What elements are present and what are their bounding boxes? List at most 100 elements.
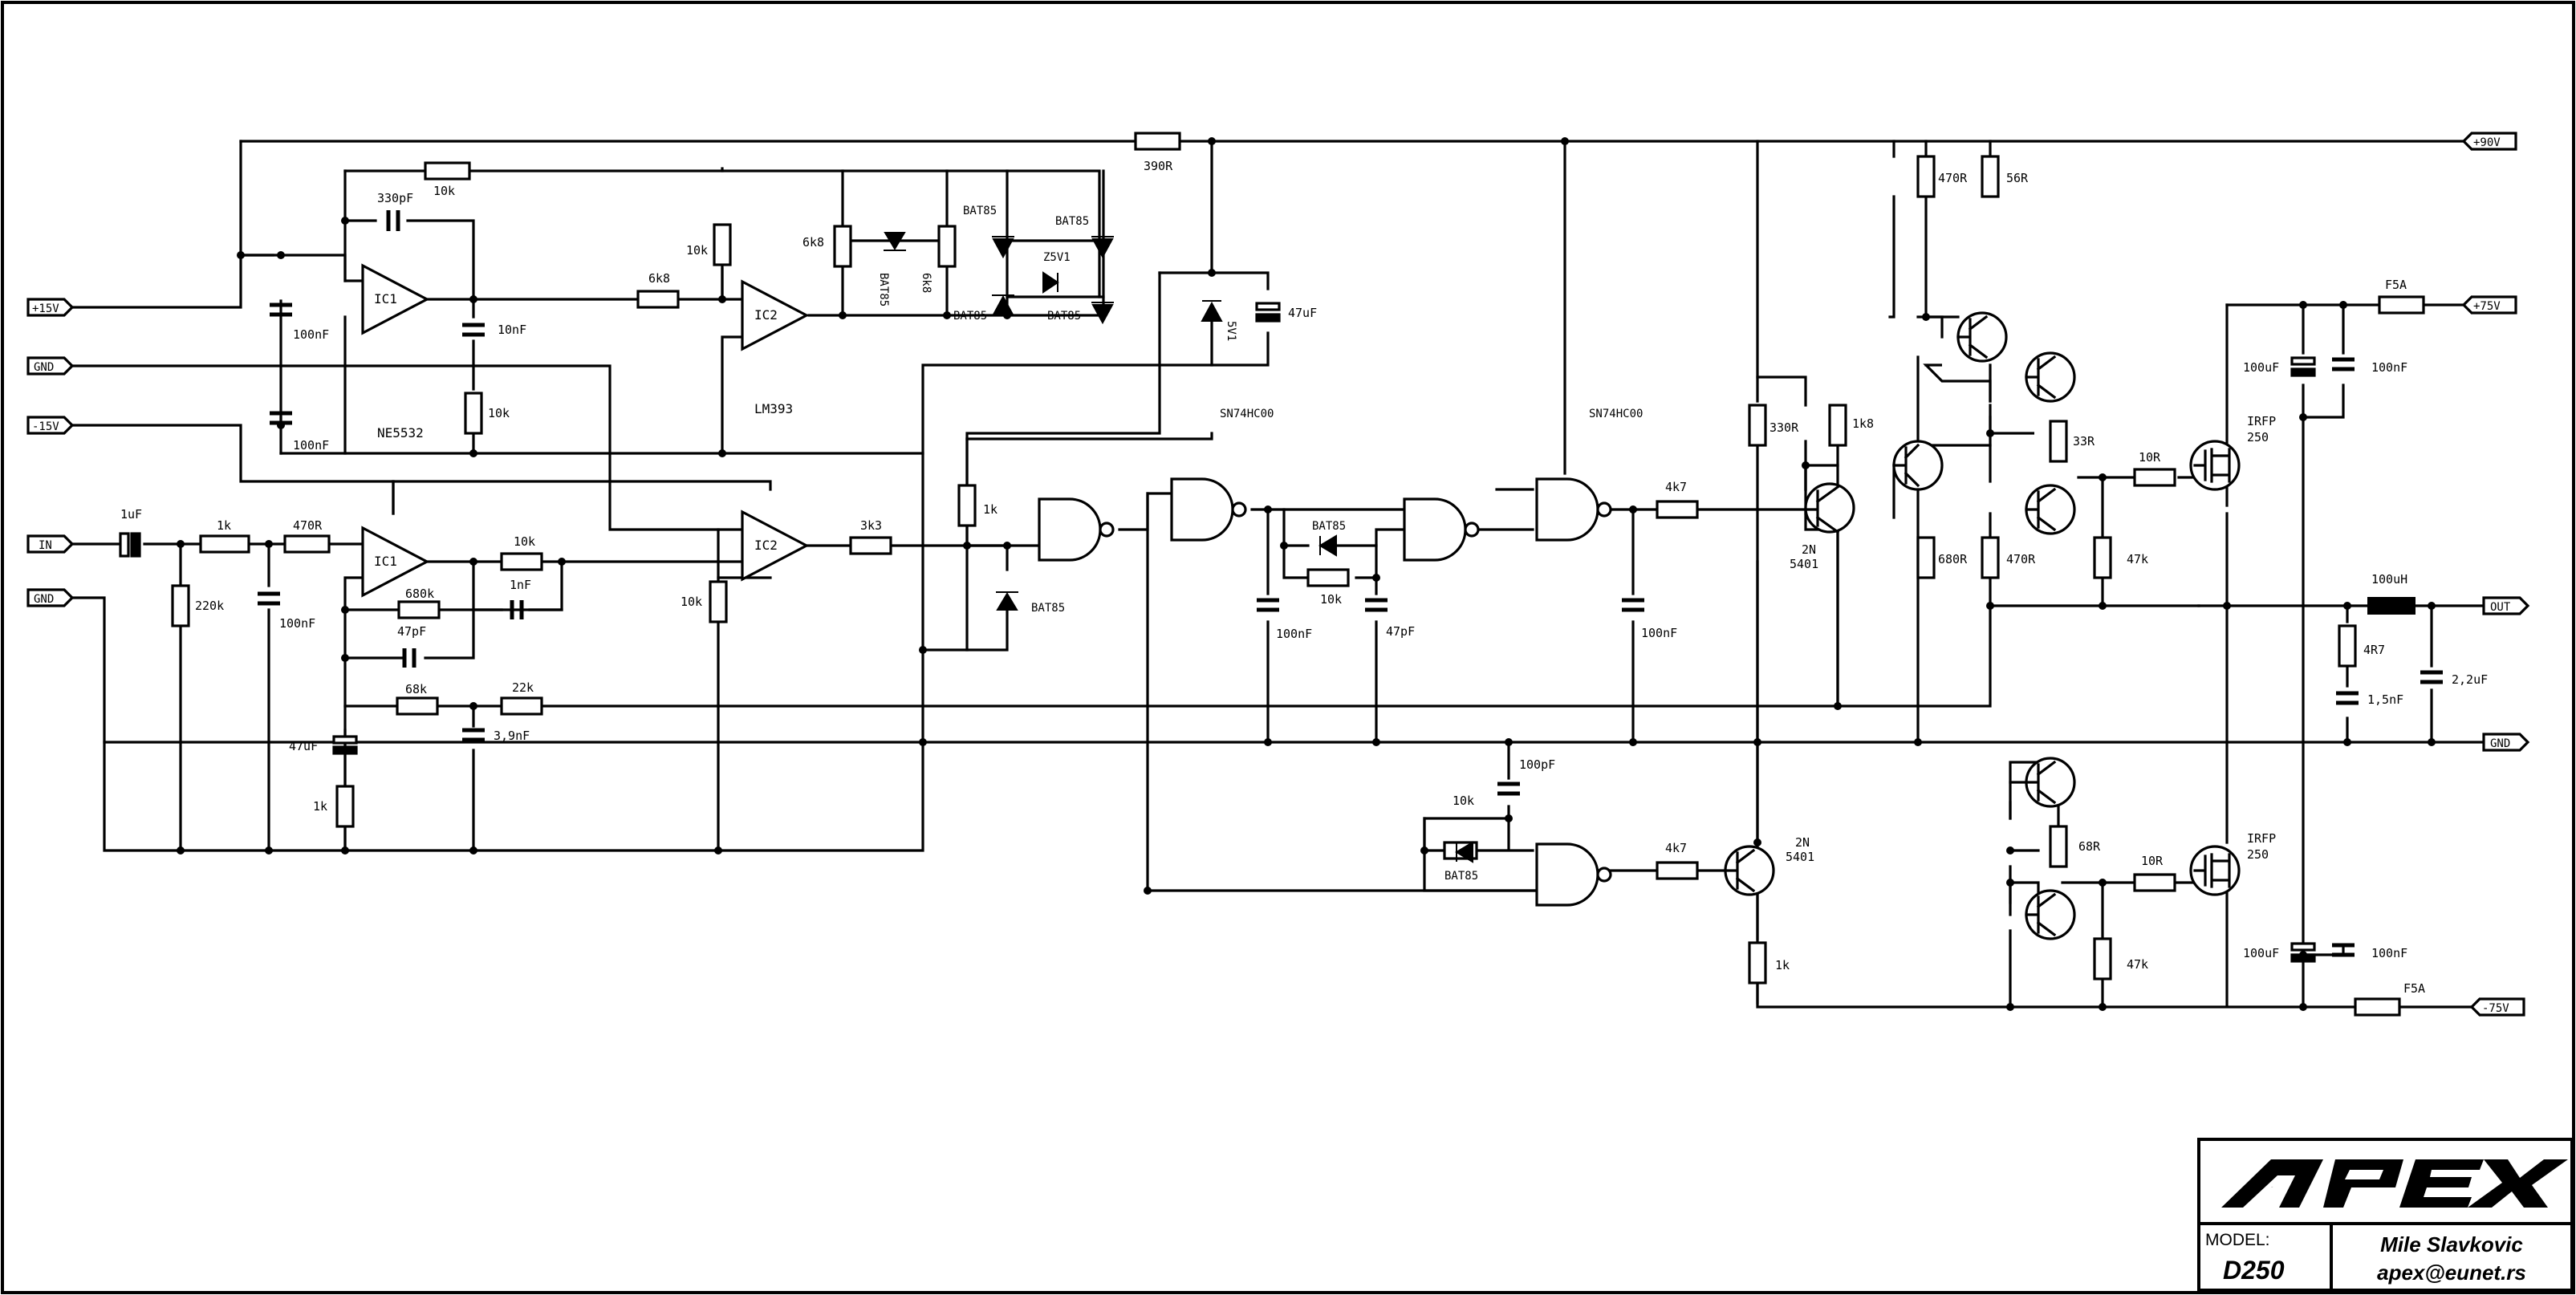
label-d-bat85-tr: BAT85 [1055, 215, 1089, 228]
author-name: Mile Slavkovic [2380, 1232, 2523, 1256]
port-gnd-input-label: GND [34, 593, 54, 606]
label-r3k3: 3k3 [860, 518, 882, 533]
label-irfp-top-b: 250 [2247, 430, 2269, 445]
resistor-56r [1981, 155, 2000, 198]
label-ne5532: NE5532 [377, 425, 424, 440]
resistor-10k-ic2b [709, 580, 728, 623]
label-r10k-ic1b: 10k [514, 534, 535, 549]
resistor-3k3 [849, 536, 892, 555]
resistor-68r [2049, 825, 2068, 868]
label-c47pf-a: 47pF [397, 624, 426, 639]
label-irfp-top-a: IRFP [2247, 414, 2276, 428]
diode-bat85-br [1091, 302, 1114, 325]
label-c100nf-a: 100nF [293, 327, 329, 342]
nand-gate-1 [1038, 497, 1115, 562]
wiring [69, 140, 2485, 1009]
label-sn74hc00-a: SN74HC00 [1220, 408, 1274, 420]
label-d-bat85-tl: BAT85 [963, 205, 997, 217]
port-plus75v-label: +75V [2473, 300, 2501, 313]
label-r390r: 390R [1144, 159, 1173, 173]
resistor-22k [500, 696, 543, 716]
cap-100nf-g1 [1257, 598, 1279, 612]
cap-1nf [510, 600, 524, 619]
diode-bat85-gate [996, 591, 1018, 611]
port-out [2482, 596, 2530, 615]
resistor-470r-drv2 [1981, 536, 2000, 579]
transistor-driver-q6 [2025, 889, 2076, 940]
ic-labels: IC1 IC2 IC1 IC2 NE5532 LM393 SN74HC00 SN… [374, 291, 1643, 569]
label-lm393: LM393 [754, 401, 793, 416]
label-d-bat85-mid: BAT85 [1312, 520, 1346, 533]
label-c47pf-b: 47pF [1386, 624, 1415, 639]
label-r470r-in: 470R [293, 518, 323, 533]
cap-1uf [119, 532, 130, 558]
label-d-bat85-vertical: BAT85 [877, 273, 890, 306]
transistor-driver-q1 [1892, 440, 1944, 491]
resistor-6k8-a [833, 225, 852, 268]
label-c2-2uf: 2,2uF [2452, 672, 2488, 687]
label-r47k-bottom: 47k [2127, 957, 2148, 972]
port-gnd-right-label: GND [2490, 737, 2510, 750]
label-r56r: 56R [2006, 171, 2029, 185]
cap-2-2uf [2420, 670, 2443, 684]
label-r220k: 220k [195, 599, 224, 613]
port-plus15v-label: +15V [32, 302, 59, 315]
label-r10k-fb: 10k [433, 184, 455, 198]
resistor-10k-feedback [424, 161, 471, 181]
resistor-10k-divider [464, 392, 483, 435]
cap-100nf-bottom [2332, 943, 2355, 957]
model-label: MODEL: [2205, 1231, 2270, 1249]
label-c10nf: 10nF [498, 323, 526, 337]
label-r4k7-top: 4k7 [1665, 480, 1687, 494]
apex-logo-text: APEX [2271, 1186, 2273, 1188]
cap-100uf-bottom [2290, 942, 2316, 952]
label-r10k-div: 10k [488, 406, 510, 420]
author-email: apex@eunet.rs [2377, 1260, 2526, 1285]
resistor-47k-bottom [2093, 937, 2112, 980]
port-gnd-top-label: GND [34, 361, 54, 374]
label-r6k8-in: 6k8 [648, 271, 670, 286]
label-d-bat85-bl: BAT85 [953, 310, 987, 323]
label-r4r7: 4R7 [2363, 643, 2385, 657]
label-l100uh: 100uH [2371, 572, 2407, 587]
port-minus75v [2469, 997, 2525, 1017]
transistor-driver-q5 [2025, 757, 2076, 808]
label-r10r-bottom: 10R [2141, 854, 2164, 868]
label-c1uf: 1uF [120, 507, 142, 522]
fuse-top [2378, 295, 2425, 315]
resistor-390r [1134, 132, 1181, 151]
label-r68r: 68R [2078, 839, 2101, 854]
cap-47pf-b [1365, 598, 1388, 612]
label-fuse-top: F5A [2385, 278, 2407, 292]
diode-bat85-mid [1318, 534, 1337, 557]
label-sn74hc00-b: SN74HC00 [1589, 408, 1643, 420]
resistor-1k-gate [957, 484, 977, 527]
label-c100pf: 100pF [1519, 757, 1555, 772]
label-q-2n5401-bottom-a: 2N [1795, 835, 1810, 850]
label-r6k8-a: 6k8 [802, 235, 824, 250]
zener-5v1 [1201, 300, 1223, 322]
cap-3-9nf [462, 728, 485, 742]
label-r10k-g3: 10k [1453, 794, 1474, 808]
resistor-47k-top [2093, 536, 2112, 579]
cap-47pf-a [402, 648, 416, 668]
port-flags: +15V GND -15V IN GND +90V +75V OUT GND -… [26, 132, 2530, 1017]
component-labels: 10k 330pF 6k8 10k 6k8 BAT85 6k8 BAT85 BA… [120, 159, 2488, 996]
resistor-4k7-bottom [1656, 861, 1699, 880]
label-r470r-drv: 470R [1938, 171, 1968, 185]
resistor-33r [2049, 420, 2068, 463]
label-c3-9nf: 3,9nF [494, 729, 530, 743]
label-z5v1: Z5V1 [1043, 251, 1071, 264]
port-plus90v [2461, 132, 2517, 151]
port-minus75v-label: -75V [2482, 1002, 2509, 1015]
diode-bat85-tl [992, 236, 1014, 259]
label-r10k-ic2b: 10k [681, 595, 702, 609]
label-c100nf-b: 100nF [293, 438, 329, 453]
mosfet-irfp250-top [2189, 440, 2241, 491]
zener-z5v1 [1042, 271, 1059, 294]
label-fuse-bottom: F5A [2403, 981, 2425, 996]
label-ic1-top: IC1 [374, 291, 397, 306]
label-zener-5v1: 5V1 [1225, 321, 1237, 341]
label-c100nf-in: 100nF [279, 616, 315, 631]
label-r10k-mid: 10k [1320, 592, 1342, 607]
